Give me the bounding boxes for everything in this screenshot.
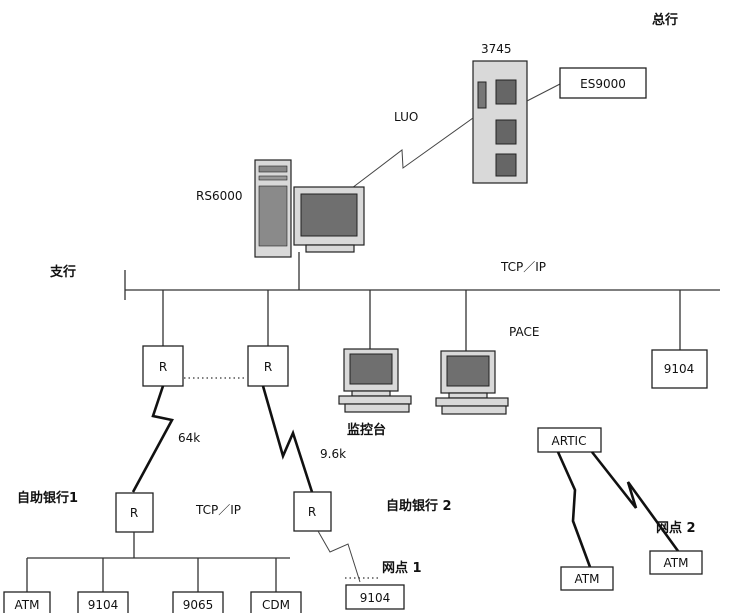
tcpip-top-label: TCP／IP — [500, 260, 546, 274]
rs6000-monitor — [293, 186, 365, 253]
self-bank2-label: 自助银行 2 — [386, 498, 452, 514]
device-3745 — [472, 60, 528, 184]
outlet1-link — [317, 530, 361, 583]
monitor-workstation-1 — [338, 348, 412, 413]
outlet1-label: 网点 1 — [382, 560, 422, 576]
artic-box — [537, 427, 602, 453]
branch-label: 支行 — [49, 264, 76, 280]
rs6000-tower — [254, 159, 292, 258]
terminal-9104-outlet-box — [345, 584, 405, 610]
cdm-label: CDM — [262, 598, 290, 612]
rs6000-label: RS6000 — [196, 189, 243, 203]
artic-label: ARTIC — [552, 434, 587, 448]
router-r3 — [115, 492, 154, 533]
router-r4-label: R — [308, 505, 316, 519]
atm-artic1-box — [560, 566, 614, 591]
es9000-box — [559, 67, 647, 99]
luo-link — [351, 117, 474, 189]
self-bank1-label: 自助银行1 — [17, 490, 78, 506]
pace-label: PACE — [509, 325, 539, 339]
terminal-9065-box — [172, 591, 224, 613]
link-96k-label: 9.6k — [320, 447, 346, 461]
terminal-9104-right-label: 9104 — [664, 362, 695, 376]
outlet2-label: 网点 2 — [656, 520, 696, 536]
terminal-9104-outlet-label: 9104 — [360, 591, 391, 605]
atm-left-box — [3, 591, 51, 613]
terminal-9065-label: 9065 — [183, 598, 214, 612]
artic-atm1-link — [556, 451, 592, 568]
cdm-box — [250, 591, 302, 613]
link-3745-es9000 — [526, 83, 561, 102]
atm-artic1-label: ATM — [575, 572, 600, 586]
node-3745-label: 3745 — [481, 42, 512, 56]
hq-label: 总行 — [652, 12, 678, 28]
luo-label: LUO — [394, 110, 418, 124]
router-r4 — [293, 491, 332, 532]
terminal-9104-right — [651, 349, 708, 389]
terminal-9104-left-box — [77, 591, 129, 613]
link-64k — [131, 385, 174, 493]
link-64k-label: 64k — [178, 431, 200, 445]
router-r3-label: R — [130, 506, 138, 520]
atm-artic2-label: ATM — [664, 556, 689, 570]
atm-artic2-box — [649, 550, 703, 575]
monitor-station-label: 监控台 — [347, 422, 386, 438]
router-r2-label: R — [264, 360, 272, 374]
tcpip-bottom-label: TCP／IP — [195, 503, 241, 517]
monitor-workstation-2 — [435, 350, 509, 415]
link-96k — [261, 385, 314, 493]
terminal-9104-left-label: 9104 — [88, 598, 119, 612]
atm-left-label: ATM — [15, 598, 40, 612]
router-r2 — [247, 345, 289, 387]
artic-atm2-link — [590, 451, 680, 552]
es9000-label: ES9000 — [580, 77, 626, 91]
router-r1-label: R — [159, 360, 167, 374]
